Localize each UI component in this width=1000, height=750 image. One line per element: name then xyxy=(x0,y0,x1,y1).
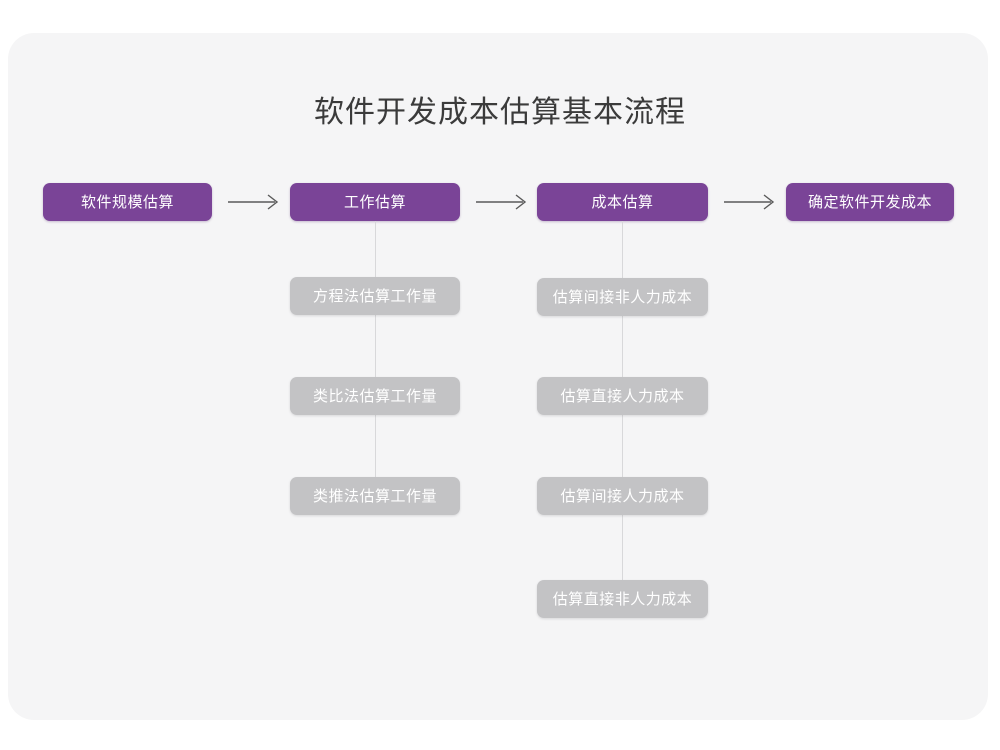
flow-node-step-1[interactable]: 软件规模估算 xyxy=(43,183,212,221)
flow-node-step-4[interactable]: 确定软件开发成本 xyxy=(786,183,954,221)
sub-node-c2-1[interactable]: 估算间接非人力成本 xyxy=(537,278,708,316)
connector-line xyxy=(375,221,376,277)
sub-node-label: 估算间接人力成本 xyxy=(560,487,685,505)
connector-line xyxy=(622,415,623,477)
flow-node-label: 成本估算 xyxy=(591,193,654,211)
page-title: 软件开发成本估算基本流程 xyxy=(314,96,686,129)
sub-node-c2-4[interactable]: 估算直接非人力成本 xyxy=(537,580,708,618)
connector-line xyxy=(622,316,623,377)
sub-node-c1-1[interactable]: 方程法估算工作量 xyxy=(290,277,460,315)
sub-node-label: 类推法估算工作量 xyxy=(312,487,437,505)
flow-node-step-2[interactable]: 工作估算 xyxy=(290,183,460,221)
sub-node-label: 方程法估算工作量 xyxy=(312,287,437,305)
connector-line xyxy=(375,415,376,477)
diagram-canvas xyxy=(8,33,988,720)
right-arrow-icon-3 xyxy=(724,191,778,213)
sub-node-c2-2[interactable]: 估算直接人力成本 xyxy=(537,377,708,415)
right-arrow-icon-2 xyxy=(476,191,530,213)
sub-node-label: 估算间接非人力成本 xyxy=(552,288,693,306)
sub-node-label: 估算直接非人力成本 xyxy=(552,590,693,608)
sub-node-label: 类比法估算工作量 xyxy=(312,387,437,405)
connector-line xyxy=(622,515,623,580)
connector-line xyxy=(375,315,376,377)
flow-node-label: 工作估算 xyxy=(343,193,406,211)
sub-node-label: 估算直接人力成本 xyxy=(560,387,685,405)
sub-node-c1-2[interactable]: 类比法估算工作量 xyxy=(290,377,460,415)
connector-line xyxy=(622,221,623,278)
flow-node-label: 软件规模估算 xyxy=(80,193,174,211)
sub-node-c1-3[interactable]: 类推法估算工作量 xyxy=(290,477,460,515)
flow-node-label: 确定软件开发成本 xyxy=(807,193,932,211)
right-arrow-icon-1 xyxy=(228,191,282,213)
sub-node-c2-3[interactable]: 估算间接人力成本 xyxy=(537,477,708,515)
flow-node-step-3[interactable]: 成本估算 xyxy=(537,183,708,221)
